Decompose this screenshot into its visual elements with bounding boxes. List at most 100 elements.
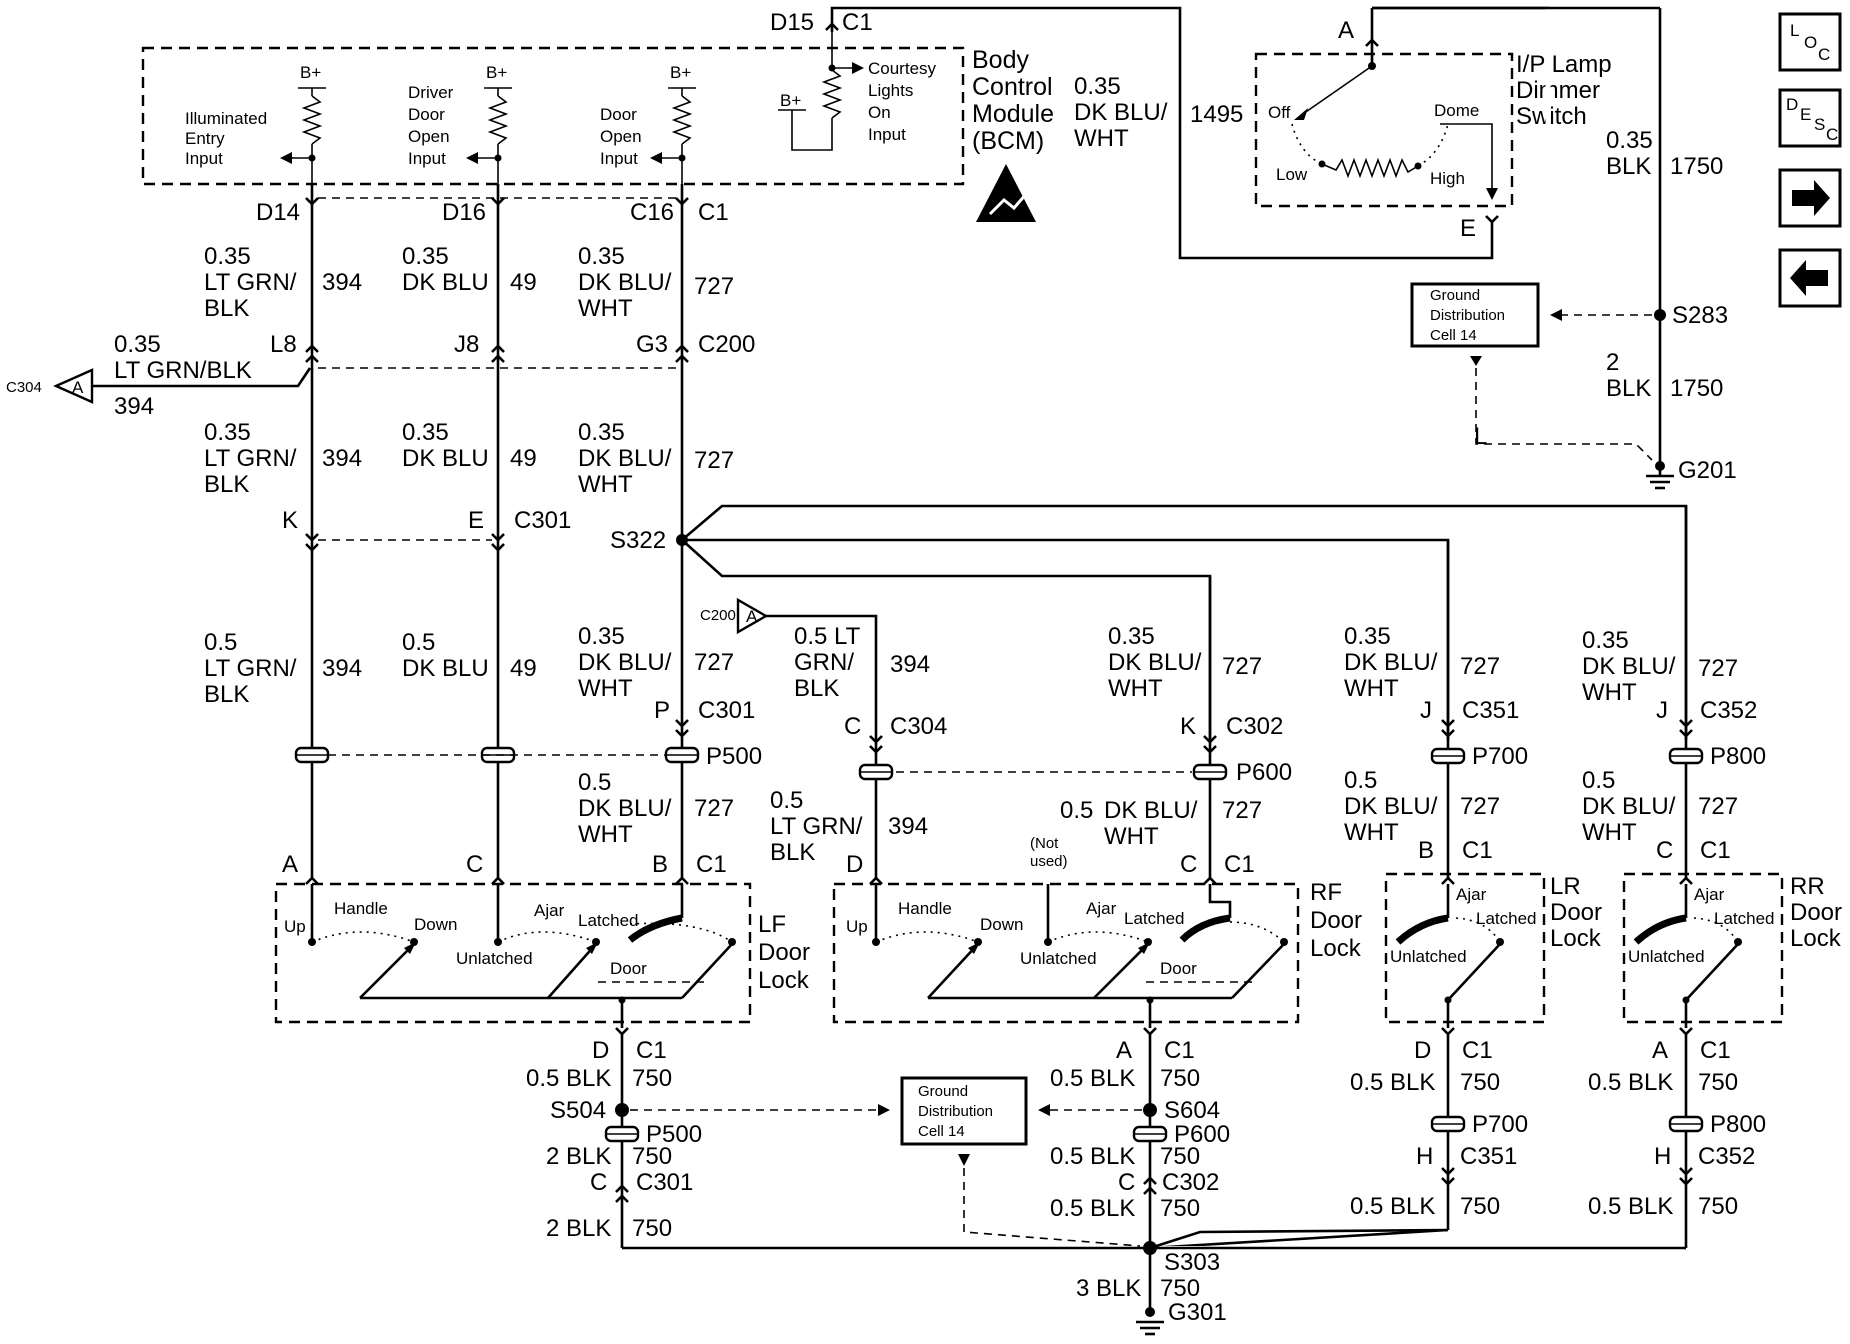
- nav-next-button[interactable]: [1778, 168, 1842, 228]
- wire-1750: S283 2 BLK 1750 G201: [1372, 6, 1737, 490]
- rfr-pin-k: K: [1180, 713, 1196, 740]
- dimmer-out-gauge: 0.35: [1606, 127, 1653, 154]
- rr-latched: Latched: [1714, 909, 1775, 928]
- rfl-pin-c: C: [844, 713, 861, 740]
- rfl-seg1-color1: GRN/: [794, 649, 854, 676]
- col2-seg3-gauge: 0.5: [402, 629, 435, 656]
- nav-loc-l: L: [1790, 21, 1799, 40]
- lfg-pin-d: D: [592, 1037, 609, 1064]
- wire-1495-circuit: 1495: [1190, 101, 1243, 128]
- lr-c1: C1: [1462, 837, 1493, 864]
- rr-ajar: Ajar: [1694, 885, 1725, 904]
- col2-seg1-circuit: 49: [510, 269, 537, 296]
- rrg-pin-a: A: [1652, 1037, 1668, 1064]
- lf-down: Down: [414, 915, 457, 934]
- col3-seg1-circuit: 727: [694, 273, 734, 300]
- rr-c1: C1: [1700, 837, 1731, 864]
- rfl-seg1-circuit: 394: [890, 651, 930, 678]
- c304-arrow: A C304 0.35 LT GRN/BLK 394: [6, 331, 312, 420]
- door-open-label-3: Input: [600, 149, 638, 168]
- lf-title-1: LF: [758, 911, 786, 938]
- lr-latched: Latched: [1476, 909, 1537, 928]
- nav-loc-c: C: [1818, 45, 1830, 64]
- lr-ajar: Ajar: [1456, 885, 1487, 904]
- col3-seg2-gauge: 0.35: [578, 419, 625, 446]
- arrow-right-icon: [1792, 180, 1830, 216]
- lfg-p500: P500: [646, 1121, 702, 1148]
- wire-1495-gauge: 0.35: [1074, 73, 1121, 100]
- bplus-label-2: B+: [486, 63, 507, 82]
- column-727: C16 C1 0.35 DK BLU/ WHT 727 G3 C200 0.35…: [578, 184, 762, 885]
- rfg-seg3-label: 0.5 BLK: [1050, 1195, 1135, 1222]
- col1-pin-lock: A: [282, 851, 298, 878]
- col2-seg3-circuit: 49: [510, 655, 537, 682]
- c200-arrow-letter: A: [746, 607, 758, 626]
- gdc-bot-3: Cell 14: [918, 1123, 965, 1140]
- bcm-title-1: Body: [972, 46, 1029, 74]
- lf-unlatched: Unlatched: [456, 949, 533, 968]
- rr-seg2-color2: WHT: [1582, 819, 1637, 846]
- rfr-seg1-gauge: 0.35: [1108, 623, 1155, 650]
- dimmer-out-color: BLK: [1606, 153, 1651, 180]
- rrg-seg3-circuit: 750: [1698, 1069, 1738, 1096]
- lr-seg2-gauge: 0.5: [1344, 767, 1377, 794]
- connector-links: [318, 197, 1192, 773]
- nav-loc-o: O: [1804, 33, 1817, 52]
- lfg-seg2-circuit: 750: [632, 1143, 672, 1170]
- rr-unlatched: Unlatched: [1628, 947, 1705, 966]
- bcm-title-3: Module: [972, 100, 1054, 128]
- main-ground-circuit: 750: [1160, 1275, 1200, 1302]
- main-ground: S303 3 BLK 750 G301: [1076, 1228, 1686, 1336]
- ground-wire-color: BLK: [1606, 375, 1651, 402]
- bplus-label-4: B+: [780, 91, 801, 110]
- not-used-1: (Not: [1030, 835, 1059, 852]
- col2-pin-lock: C: [466, 851, 483, 878]
- wire-1495-color-2: WHT: [1074, 125, 1129, 152]
- rfg-p600: P600: [1174, 1121, 1230, 1148]
- col3-pin-c200: G3: [636, 331, 668, 358]
- rr-727: 0.35 DK BLU/ WHT 727 J C352 P800 0.5 DK …: [1582, 506, 1766, 885]
- driver-door-label-1: Driver: [408, 83, 454, 102]
- lr-727: 0.35 DK BLU/ WHT 727 J C351 P700 0.5 DK …: [1344, 540, 1528, 885]
- conn-c1-d15: C1: [842, 9, 873, 36]
- rrg-p800: P800: [1710, 1111, 1766, 1138]
- col2-seg3-color1: DK BLU: [402, 655, 489, 682]
- rrg-pin-h: H: [1654, 1143, 1671, 1170]
- col2-pin-top: D16: [442, 199, 486, 226]
- illuminated-label-1: Illuminated: [185, 109, 267, 128]
- illuminated-label-3: Input: [185, 149, 223, 168]
- lf-door: Door: [610, 959, 647, 978]
- nav-loc-button[interactable]: L O C: [1778, 12, 1842, 72]
- nav-prev-button[interactable]: [1778, 248, 1842, 308]
- rrg-c1: C1: [1700, 1037, 1731, 1064]
- col1-seg1-circuit: 394: [322, 269, 362, 296]
- rfg-seg3-circuit: 750: [1160, 1195, 1200, 1222]
- arrow-left-icon: [1790, 260, 1828, 296]
- door-open-label-2: Open: [600, 127, 642, 146]
- nav-desc-d: D: [1786, 95, 1798, 114]
- col2-pin-c301: E: [468, 507, 484, 534]
- rr-pin-lock: C: [1656, 837, 1673, 864]
- col1-pin-top: D14: [256, 199, 300, 226]
- rr-title-1: RR: [1790, 873, 1825, 900]
- lr-seg2-color2: WHT: [1344, 819, 1399, 846]
- lrg-seg3-circuit: 750: [1460, 1069, 1500, 1096]
- col3-seg3-color1: DK BLU/: [578, 649, 672, 676]
- gdc-top-3: Cell 14: [1430, 327, 1477, 344]
- rr-seg1-color2: WHT: [1582, 679, 1637, 706]
- lfg-seg3-circuit: 750: [632, 1215, 672, 1242]
- rf-handle: Handle: [898, 899, 952, 918]
- dimmer-switch: I/P Lamp Dimmer Switch A Off Dome Low Hi…: [1254, 6, 1723, 315]
- col3-pin-p: P: [654, 697, 670, 724]
- col2-c301: C301: [514, 507, 571, 534]
- nav-desc-e: E: [1800, 105, 1811, 124]
- nav-desc-button[interactable]: D E S C: [1778, 88, 1842, 148]
- lf-door-lock: LF Door Lock Up Handle Down Unlatched Aj…: [274, 882, 810, 1036]
- col3-seg3-color2: WHT: [578, 675, 633, 702]
- ground-wire-l: L: [1474, 423, 1487, 450]
- rfg-seg2-label: 0.5 BLK: [1050, 1143, 1135, 1170]
- lfg-seg2-label: 2 BLK: [546, 1143, 611, 1170]
- nav-desc-c: C: [1826, 125, 1838, 144]
- gdc-top-1: Ground: [1430, 287, 1480, 304]
